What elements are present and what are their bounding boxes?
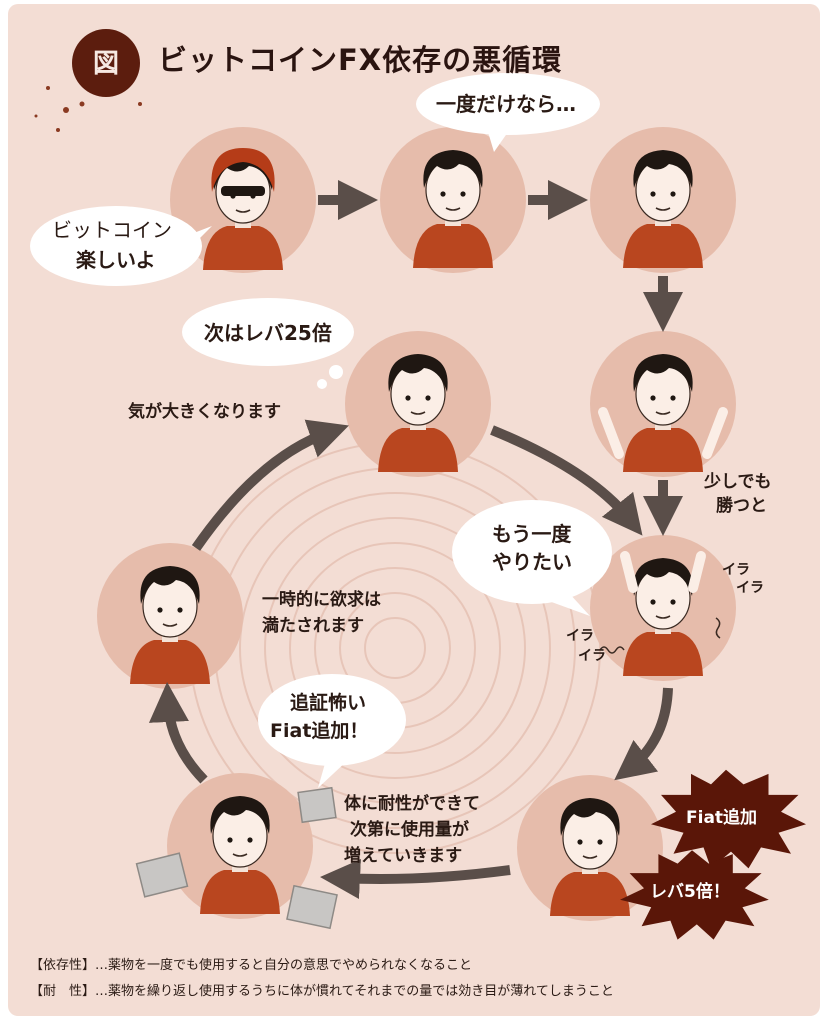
note-satisfied-line2: 満たされます	[262, 616, 364, 636]
note-ira-2: イラ	[736, 580, 764, 596]
bubble-friend-line1: ビットコイン	[52, 218, 172, 242]
definition-dependence: 【依存性】…薬物を一度でも使用すると自分の意思でやめられなくなること	[30, 958, 473, 973]
people	[129, 148, 728, 917]
note-tolerance-line2: 次第に使用量が	[350, 820, 469, 840]
definition-tolerance: 【耐 性】…薬物を繰り返し使用するうちに体が慣れてそれまでの量では効き目が薄れて…	[30, 984, 614, 999]
diagram-title: ビットコインFX依存の悪循環	[158, 43, 563, 77]
note-bold: 気が大きくなります	[128, 402, 281, 422]
bubble-once: 一度だけなら…	[436, 92, 576, 116]
bubble-again-line1: もう一度	[492, 522, 572, 546]
burst-leverage: レバ5倍！	[650, 882, 730, 902]
bubble-margin-line2: Fiat追加！	[270, 720, 369, 742]
burst-fiat: Fiat追加	[686, 808, 758, 828]
figure-badge: 図	[92, 49, 119, 79]
bubble-friend-line2: 楽しいよ	[76, 248, 156, 272]
note-win-line2: 勝つと	[716, 496, 767, 516]
note-ira-4: イラ	[578, 648, 606, 664]
speech-bubbles	[30, 73, 612, 788]
title-badge	[34, 29, 142, 132]
bubble-again-line2: やりたい	[492, 550, 572, 574]
note-ira-3: イラ	[566, 628, 594, 644]
note-tolerance-line3: 増えていきます	[344, 846, 463, 866]
bubble-next-leverage: 次はレバ25倍	[204, 321, 332, 345]
flow-arrows	[148, 180, 683, 899]
note-ira-1: イラ	[722, 562, 750, 578]
note-tolerance-line1: 体に耐性ができて	[344, 794, 480, 814]
note-win-line1: 少しでも	[704, 472, 772, 492]
note-satisfied-line1: 一時的に欲求は	[262, 590, 381, 610]
bubble-margin-line1: 追証怖い	[290, 692, 367, 714]
squiggles	[599, 617, 721, 654]
